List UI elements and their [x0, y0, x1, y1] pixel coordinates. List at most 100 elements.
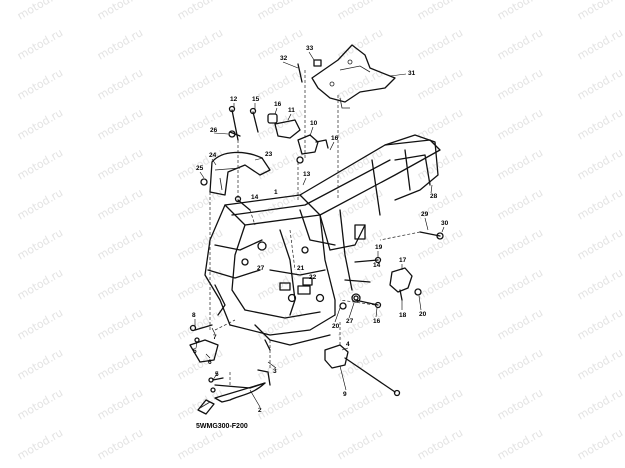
watermark-text: motod.ru — [335, 146, 385, 182]
callout-1: 1 — [274, 189, 278, 196]
watermark-text: motod.ru — [415, 0, 465, 23]
watermark-text: motod.ru — [175, 386, 225, 422]
callout-30: 30 — [441, 220, 449, 227]
callout-22: 22 — [309, 274, 317, 281]
callout-2: 2 — [258, 407, 262, 414]
callout-32: 32 — [280, 55, 288, 62]
callout-11: 11 — [288, 107, 295, 114]
watermark-text: motod.ru — [575, 426, 625, 462]
callout-4: 4 — [346, 341, 350, 348]
watermark-text: motod.ru — [575, 306, 625, 342]
watermark-text: motod.ru — [95, 0, 145, 23]
callout-27b: 27 — [346, 318, 354, 325]
watermark-text: motod.ru — [255, 426, 305, 462]
watermark-text: motod.ru — [575, 226, 625, 262]
watermark-text: motod.ru — [575, 0, 625, 23]
watermark-text: motod.ru — [175, 186, 225, 222]
callout-17: 17 — [399, 257, 407, 264]
watermark-text: motod.ru — [575, 346, 625, 382]
seat-bracket-plate — [311, 44, 396, 109]
watermark-text: motod.ru — [175, 306, 225, 342]
callout-26: 26 — [210, 127, 218, 134]
watermark-text: motod.ru — [575, 186, 625, 222]
watermark-text: motod.ru — [95, 226, 145, 262]
callout-7: 7 — [213, 334, 217, 341]
watermark-text: motod.ru — [15, 186, 65, 222]
watermark-text: motod.ru — [575, 106, 625, 142]
callout-27a: 27 — [257, 265, 265, 272]
watermark-text: motod.ru — [495, 146, 545, 182]
watermark-text: motod.ru — [415, 66, 465, 102]
callout-20b: 20 — [419, 311, 427, 318]
watermark-text: motod.ru — [495, 186, 545, 222]
watermark-text: motod.ru — [255, 306, 305, 342]
watermark-text: motod.ru — [415, 226, 465, 262]
watermark-text: motod.ru — [15, 26, 65, 62]
watermark-text: motod.ru — [15, 66, 65, 102]
watermark-text: motod.ru — [335, 106, 385, 142]
watermark-text: motod.ru — [95, 26, 145, 62]
watermark-text: motod.ru — [95, 106, 145, 142]
watermark-text: motod.ru — [15, 266, 65, 302]
watermark-text: motod.ru — [575, 266, 625, 302]
watermark-text: motod.ru — [255, 346, 305, 382]
watermark-text: motod.ru — [495, 26, 545, 62]
lower-arm-assembly — [189, 324, 401, 415]
watermark-text: motod.ru — [575, 386, 625, 422]
watermark-text: motod.ru — [255, 0, 305, 23]
watermark-text: motod.ru — [495, 386, 545, 422]
callout-16a: 16 — [274, 101, 282, 108]
callout-10: 10 — [310, 120, 318, 127]
callout-6: 6 — [208, 359, 212, 366]
watermark-text: motod.ru — [495, 226, 545, 262]
watermark-text: motod.ru — [255, 386, 305, 422]
watermark-text: motod.ru — [95, 146, 145, 182]
callout-9: 9 — [343, 391, 347, 398]
callout-21: 21 — [297, 265, 305, 272]
diagram-code: 5WMG300-F200 — [196, 423, 248, 430]
callout-28: 28 — [430, 193, 438, 200]
watermark-text: motod.ru — [495, 266, 545, 302]
callout-33: 33 — [306, 45, 314, 52]
callout-19: 19 — [375, 244, 383, 251]
watermark-text: motod.ru — [15, 0, 65, 23]
watermark-text: motod.ru — [415, 346, 465, 382]
callout-16b: 16 — [331, 135, 339, 142]
watermark-text: motod.ru — [495, 0, 545, 23]
watermark-text: motod.ru — [575, 26, 625, 62]
watermark-text: motod.ru — [15, 106, 65, 142]
seat-bracket-23 — [209, 151, 271, 196]
watermark-text: motod.ru — [415, 266, 465, 302]
watermark-text: motod.ru — [95, 186, 145, 222]
watermark-text: motod.ru — [335, 426, 385, 462]
watermark-text: motod.ru — [95, 266, 145, 302]
watermark-text: motod.ru — [95, 386, 145, 422]
watermark-text: motod.ru — [175, 66, 225, 102]
callout-14b: 14 — [373, 262, 381, 269]
callout-31: 31 — [408, 70, 416, 77]
callout-14a: 14 — [251, 194, 259, 201]
watermark-text: motod.ru — [495, 106, 545, 142]
callout-23: 23 — [265, 151, 273, 158]
watermark-text: motod.ru — [255, 66, 305, 102]
watermark-text: motod.ru — [335, 186, 385, 222]
watermark-text: motod.ru — [575, 146, 625, 182]
callout-5b: 5 — [215, 371, 219, 378]
small-hardware — [200, 59, 444, 310]
watermark-text: motod.ru — [95, 426, 145, 462]
callout-25: 25 — [196, 165, 204, 172]
watermark-text: motod.ru — [335, 0, 385, 23]
watermark-text: motod.ru — [175, 0, 225, 23]
watermark-text: motod.ru — [175, 26, 225, 62]
watermark-text: motod.ru — [15, 306, 65, 342]
watermark-text: motod.ru — [495, 346, 545, 382]
watermark-layer: motod.ru motod.ru motod.ru motod.ru motod.ru… — [15, 0, 625, 463]
watermark-text: motod.ru — [95, 306, 145, 342]
callout-16c: 16 — [373, 318, 381, 325]
callout-29: 29 — [421, 211, 429, 218]
watermark-text: motod.ru — [15, 426, 65, 462]
watermark-text: motod.ru — [175, 106, 225, 142]
watermark-text: motod.ru — [15, 226, 65, 262]
callout-8: 8 — [192, 312, 196, 319]
watermark-text: motod.ru — [15, 386, 65, 422]
